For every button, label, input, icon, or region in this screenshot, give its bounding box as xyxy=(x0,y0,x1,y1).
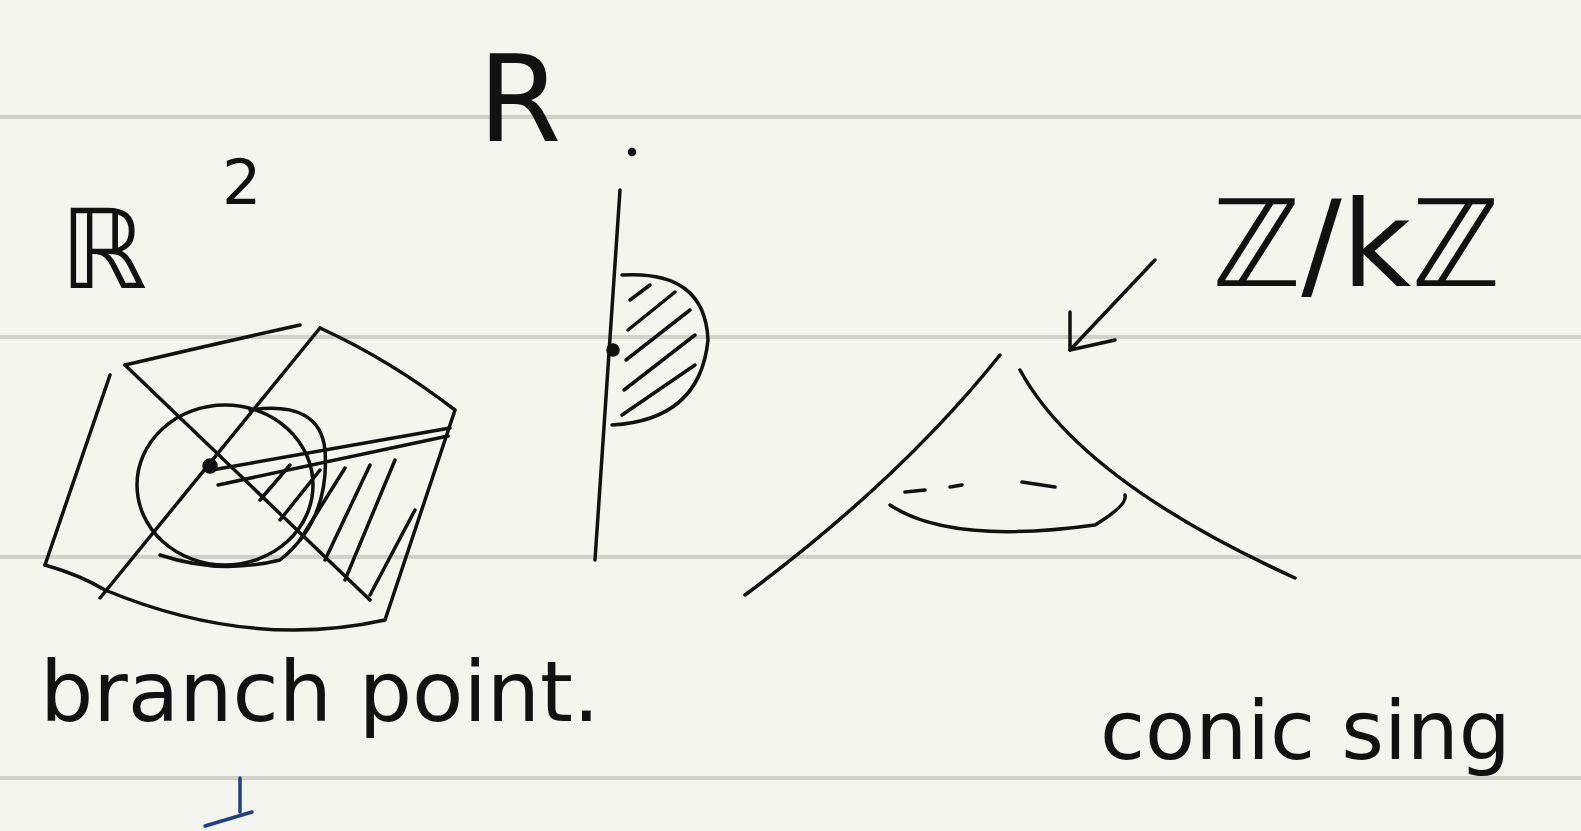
note-text: conic sing xyxy=(1100,690,1511,772)
plane-symbol: ℝ xyxy=(60,195,147,305)
blue-mark xyxy=(205,778,252,826)
group-label: ℤ/kℤ xyxy=(1212,185,1501,305)
note-text: branch point. xyxy=(40,650,600,734)
ruled-lines xyxy=(0,117,1581,778)
line-symbol: R xyxy=(478,40,561,160)
exponent: 2 xyxy=(222,152,261,214)
plane-sketch xyxy=(45,325,455,630)
cone-sketch xyxy=(745,260,1295,595)
half-disc-sketch xyxy=(595,150,708,561)
